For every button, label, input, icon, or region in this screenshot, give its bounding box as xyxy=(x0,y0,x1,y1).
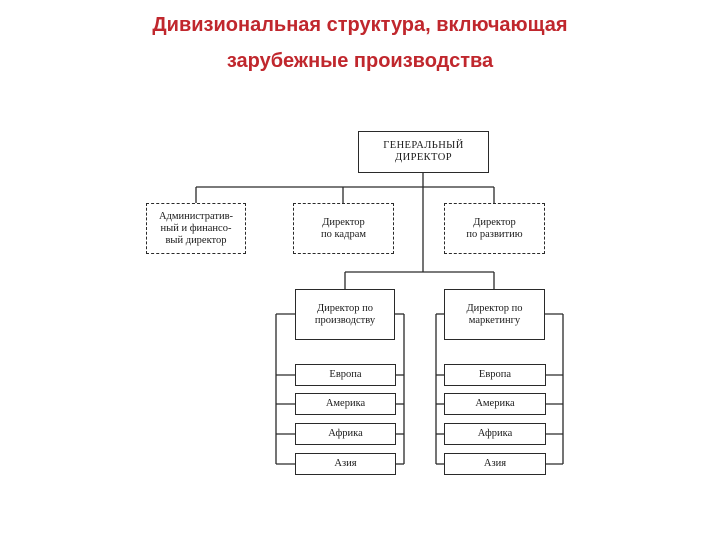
slide-title-line-2: зарубежные производства xyxy=(226,50,494,72)
region-box-production-europe: Европа xyxy=(295,364,396,386)
admin-finance-director-label: Административ- ный и финансо- вый директ… xyxy=(158,210,234,246)
region-label: Азия xyxy=(483,458,507,469)
general-director-box: ГЕНЕРАЛЬНЫЙ ДИРЕКТОР xyxy=(358,131,489,173)
region-label: Африка xyxy=(477,428,513,439)
region-label: Азия xyxy=(334,458,357,469)
development-director-box: Директор по развитию xyxy=(444,203,545,254)
admin-finance-director-box: Административ- ный и финансо- вый директ… xyxy=(146,203,246,254)
development-director-label: Директор по развитию xyxy=(466,216,523,240)
region-box-production-africa: Африка xyxy=(295,423,396,445)
region-label: Африка xyxy=(328,428,363,439)
region-box-marketing-europe: Европа xyxy=(444,364,546,386)
marketing-director-label: Директор по маркетингу xyxy=(466,302,523,326)
region-label: Европа xyxy=(329,369,362,380)
region-label: Америка xyxy=(325,398,366,409)
region-box-marketing-africa: Африка xyxy=(444,423,546,445)
general-director-label: ГЕНЕРАЛЬНЫЙ ДИРЕКТОР xyxy=(383,140,464,163)
production-director-box: Директор по производству xyxy=(295,289,395,340)
slide-title-line-1: Дивизиональная структура, включающая xyxy=(152,14,568,36)
production-director-label: Директор по производству xyxy=(314,302,376,326)
region-box-production-asia: Азия xyxy=(295,453,396,475)
region-box-marketing-america: Америка xyxy=(444,393,546,415)
region-box-production-america: Америка xyxy=(295,393,396,415)
region-box-marketing-asia: Азия xyxy=(444,453,546,475)
region-label: Америка xyxy=(475,398,515,409)
hr-director-label: Директор по кадрам xyxy=(321,216,366,240)
marketing-director-box: Директор по маркетингу xyxy=(444,289,545,340)
region-label: Европа xyxy=(478,369,512,380)
hr-director-box: Директор по кадрам xyxy=(293,203,394,254)
